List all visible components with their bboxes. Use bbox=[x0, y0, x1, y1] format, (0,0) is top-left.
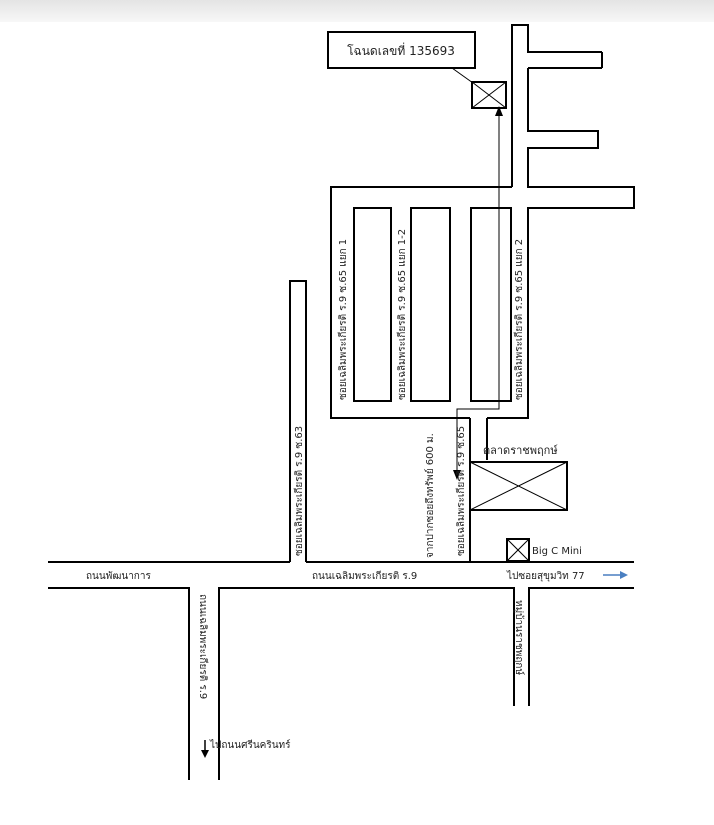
deed-label-box bbox=[327, 31, 476, 69]
soi-63-label: ซอยเฉลิมพระเกียรติ ร.9 ซ.63 bbox=[293, 426, 305, 556]
estate-loop-road bbox=[330, 186, 512, 419]
soi-63-road bbox=[289, 280, 307, 562]
east-arrow-icon bbox=[603, 571, 628, 579]
soi-65-branch-2-label: ซอยเฉลิมพระเกียรติ ร.9 ซ.65 แยก 2 bbox=[513, 239, 525, 400]
big-c-marker-icon bbox=[506, 538, 530, 562]
to-sukhumvit-label: ไปซอยสุขุมวิท 77 bbox=[506, 570, 585, 582]
soi-65-branch-1-label: ซอยเฉลิมพระเกียรติ ร.9 ซ.65 แยก 1 bbox=[337, 239, 349, 400]
village-label: หมู่บ้านราชพฤกษ์ bbox=[513, 600, 525, 675]
window-top-bar bbox=[0, 0, 714, 22]
block-2 bbox=[410, 207, 451, 402]
soi-65-branch-1-2-label: ซอยเฉลิมพระเกียรติ ร.9 ซ.65 แยก 1-2 bbox=[396, 229, 408, 400]
block-3 bbox=[470, 207, 512, 402]
market-label: ตลาดราชพฤกษ์ bbox=[483, 444, 558, 457]
main-road-label: ถนนเฉลิมพระเกียรติ ร.9 bbox=[312, 570, 417, 582]
market-marker-icon bbox=[469, 461, 568, 511]
big-c-label: Big C Mini bbox=[532, 546, 582, 557]
route-path bbox=[453, 106, 503, 480]
soi-65-label: ซอยเฉลิมพระเกียรติ ร.9 ซ.65 bbox=[455, 426, 467, 556]
phatthanakan-road-label: ถนนพัฒนาการ bbox=[86, 571, 151, 582]
main-road bbox=[48, 561, 634, 780]
to-srinakarin-label: ไปถนนศรีนครินทร์ bbox=[209, 739, 291, 751]
block-1 bbox=[353, 207, 392, 402]
upper-right-roads bbox=[511, 24, 635, 400]
property-marker-icon bbox=[471, 81, 507, 109]
south-road-label: ถนนเฉลิมพระเกียรติ ร.9 bbox=[197, 594, 209, 699]
south-arrow-icon bbox=[201, 740, 209, 758]
route-distance-label: จากปากซอยถึงทรัพย์ 600 ม. bbox=[424, 433, 436, 558]
deed-label: โฉนดเลขที่ 135693 bbox=[347, 42, 455, 58]
